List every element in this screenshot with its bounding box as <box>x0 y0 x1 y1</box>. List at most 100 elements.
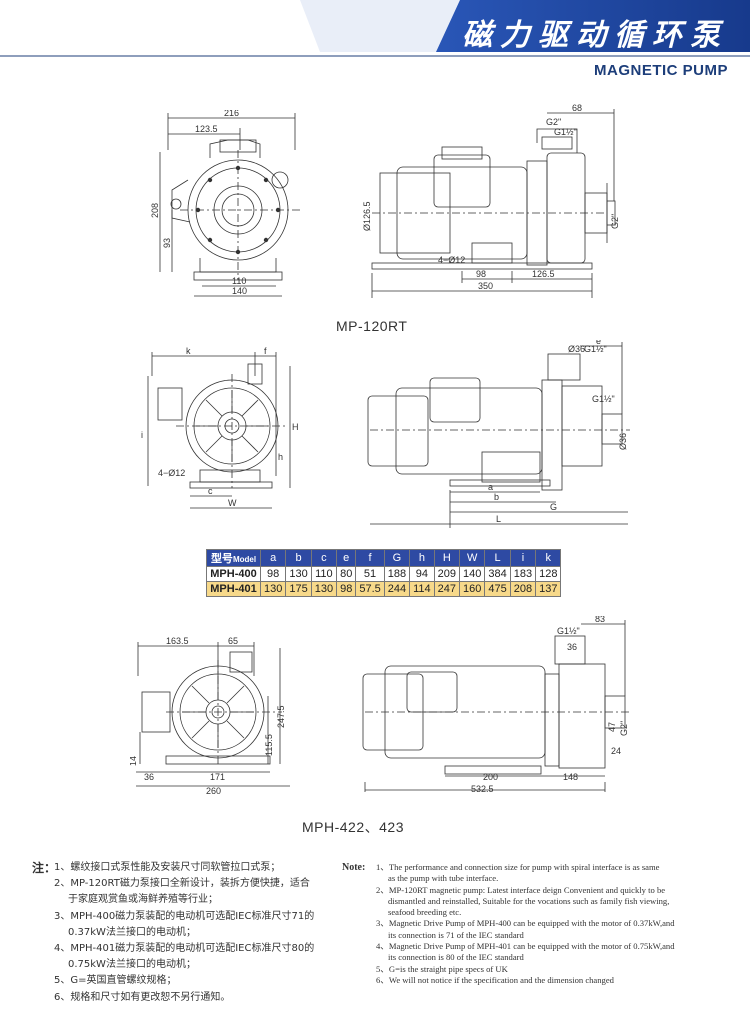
spec-table-header: 型号Model a b c e f G h H W L i k <box>206 549 562 567</box>
spec-table: 型号Model a b c e f G h H W L i k MPH-400 … <box>206 549 562 597</box>
note-line: dismantled and reinstalled, Suitable for… <box>388 895 670 906</box>
dim-83: 83 <box>595 616 605 624</box>
dim-G: G <box>550 502 557 512</box>
header-banner <box>0 0 750 57</box>
dim-200: 200 <box>483 772 498 782</box>
dim-e: e <box>596 340 601 346</box>
dim-171: 171 <box>210 772 225 782</box>
note-line: 5、G=英国直管螺纹规格； <box>54 975 177 987</box>
dim-350: 350 <box>478 281 493 291</box>
dim-123-5: 123.5 <box>195 124 218 134</box>
value-cell: 175 <box>285 581 312 597</box>
value-cell: 160 <box>459 581 486 597</box>
value-cell: 188 <box>383 566 411 582</box>
caption-mph422: MPH-422、423 <box>302 819 404 835</box>
spec-col-header: c <box>310 549 338 567</box>
value-cell: 384 <box>484 566 511 582</box>
dim-115-5: 115.5 <box>264 734 274 756</box>
thread-g1-5-top-3: G1½" <box>557 626 580 636</box>
value-cell: 247 <box>433 581 461 597</box>
spec-model-header: 型号Model <box>206 549 261 567</box>
value-cell: 128 <box>535 566 562 582</box>
spec-col-header: G <box>383 549 411 567</box>
dim-93: 93 <box>162 238 172 248</box>
note-line: 6、We will not notice if the specificatio… <box>376 974 614 985</box>
mph422-front-view: 163.5 65 247.5 115.5 14 36 171 260 <box>130 636 305 796</box>
dim-W: W <box>228 498 237 508</box>
note-line: 2、MP-120RT磁力泵接口全新设计，装拆方便快捷，适合 <box>54 878 310 890</box>
dim-36: 36 <box>144 772 154 782</box>
table-row: MPH-401 130 175 130 98 57.5 244 114 247 … <box>206 581 562 597</box>
dim-98: 98 <box>476 269 486 279</box>
note-line: its connection is 71 of the IEC standard <box>388 929 524 940</box>
dim-260: 260 <box>206 786 221 796</box>
value-cell: 244 <box>383 581 411 597</box>
dim-f: f <box>264 346 267 356</box>
dim-24: 24 <box>611 746 621 756</box>
note-line: as the pump with tube interface. <box>388 873 499 884</box>
dim-holes: 4−Ø12 <box>438 255 465 265</box>
dim-36-top: 36 <box>567 642 577 652</box>
spec-col-header: L <box>484 549 511 567</box>
note-line: 1、螺纹接口式泵性能及安装尺寸同软管拉口式泵； <box>54 862 281 873</box>
dim-163-5: 163.5 <box>166 636 189 646</box>
note-line: its connection is 80 of the IEC standard <box>388 952 524 963</box>
value-cell: 140 <box>459 566 486 582</box>
value-cell: 94 <box>409 566 435 582</box>
thread-g1-5-top: G1½" <box>584 344 607 354</box>
dim-phi36-top: Ø36 <box>568 344 585 354</box>
dim-110: 110 <box>232 276 246 286</box>
value-cell: 208 <box>509 581 537 597</box>
thread-g1-5-right: G1½" <box>592 394 615 404</box>
note-line: 3、Magnetic Drive Pump of MPH-400 can be … <box>376 918 675 929</box>
dim-h: h <box>278 452 283 462</box>
caption-mp120rt: MP-120RT <box>336 318 408 334</box>
spec-col-header: f <box>355 549 385 567</box>
note-line: 4、MPH-401磁力泵装配的电动机可选配IEC标准尺寸80的 <box>54 943 315 955</box>
note-line: 1、The performance and connection size fo… <box>376 862 660 872</box>
thread-g2-right-3: G2" <box>619 721 629 736</box>
dim-phi126-5: Ø126.5 <box>362 201 372 231</box>
note-line: 6、规格和尺寸如有更改恕不另行通知。 <box>54 991 231 1003</box>
note-line: 3、MPH-400磁力泵装配的电动机可选配IEC标准尺寸71的 <box>54 910 315 922</box>
mph422-side-view: G1½" 83 36 47 G2" 24 200 148 532.5 <box>355 616 645 796</box>
dim-14: 14 <box>130 756 138 766</box>
note-line: 0.75kW法兰接口的电动机； <box>68 959 196 971</box>
value-cell: 51 <box>355 566 385 582</box>
page-title-en: MAGNETIC PUMP <box>594 62 728 79</box>
dim-H: H <box>292 422 299 432</box>
value-cell: 114 <box>409 581 435 597</box>
value-cell: 130 <box>259 581 287 597</box>
value-cell: 57.5 <box>355 581 385 597</box>
note-line: 2、MP-120RT magnetic pump: Latest interfa… <box>376 884 666 895</box>
dim-126-5: 126.5 <box>532 269 555 279</box>
thread-g2-right: G2" <box>610 214 620 229</box>
spec-col-header: e <box>336 549 357 567</box>
value-cell: 130 <box>310 581 338 597</box>
thread-g1-5: G1½" <box>554 127 577 137</box>
value-cell: 183 <box>509 566 537 582</box>
mph400-front-view: k f H h i 4−Ø12 c W <box>140 346 310 521</box>
mp120rt-side-view: 68 G2" G1½" Ø126.5 G2" 4−Ø12 98 126.5 35… <box>352 103 662 303</box>
dim-68: 68 <box>572 103 582 113</box>
note-line: 5、G=is the straight pipe specs of UK <box>376 963 508 974</box>
spec-col-header: h <box>409 549 435 567</box>
note-line: 4、Magnetic Drive Pump of MPH-401 can be … <box>376 941 675 952</box>
dim-i: i <box>141 430 143 440</box>
value-cell: 475 <box>484 581 511 597</box>
spec-col-header: H <box>433 549 461 567</box>
table-row: MPH-400 98 130 110 80 51 188 94 209 140 … <box>206 566 562 582</box>
dim-phi36-right: Ø36 <box>618 433 628 450</box>
dim-532-5: 532.5 <box>471 784 494 794</box>
thread-g2-top: G2" <box>546 117 561 127</box>
spec-col-header: i <box>509 549 537 567</box>
page-title-cn: 磁力驱动循环泵 <box>462 18 728 53</box>
value-cell: 98 <box>259 566 287 582</box>
spec-col-header: k <box>535 549 562 567</box>
dim-c: c <box>208 486 213 496</box>
dim-140: 140 <box>232 286 247 296</box>
note-line: 0.37kW法兰接口的电动机； <box>68 926 196 938</box>
dim-a: a <box>488 482 493 492</box>
note-line: 于家庭观赏鱼或海鲜养殖等行业； <box>68 894 218 906</box>
mph400-side-view: e Ø36 G1½" G1½" Ø36 a b G L <box>360 340 645 530</box>
